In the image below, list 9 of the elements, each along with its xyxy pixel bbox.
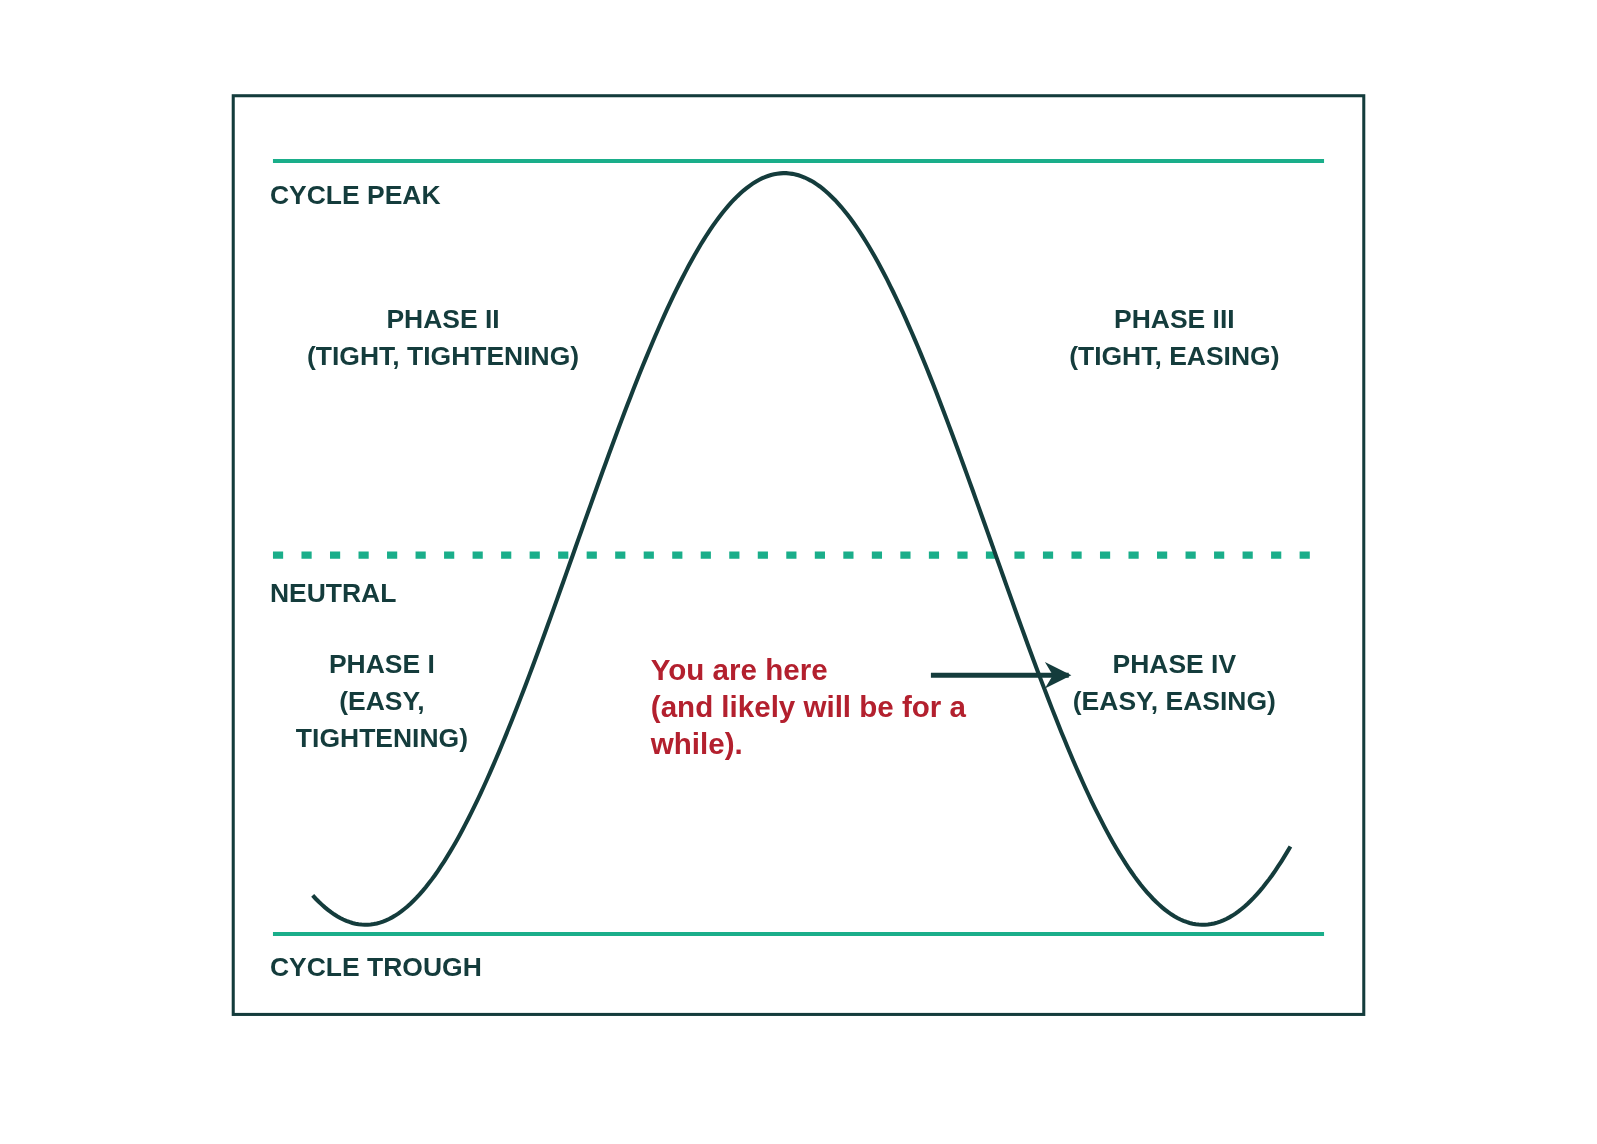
phase-label: PHASE II (TIGHT, TIGHTENING) [306, 302, 580, 373]
phase-label: PHASE I (EASY, TIGHTENING) [294, 647, 469, 755]
phase-label: PHASE III (TIGHT, EASING) [1069, 302, 1280, 373]
annotation-text: You are here (and likely will be for a while). [650, 651, 977, 762]
level-label: CYCLE TROUGH [269, 950, 482, 984]
phase-label: PHASE IV (EASY, EASING) [1072, 645, 1276, 720]
level-label: NEUTRAL [269, 576, 397, 611]
level-label: CYCLE PEAK [269, 178, 441, 212]
arrow [930, 662, 1072, 689]
